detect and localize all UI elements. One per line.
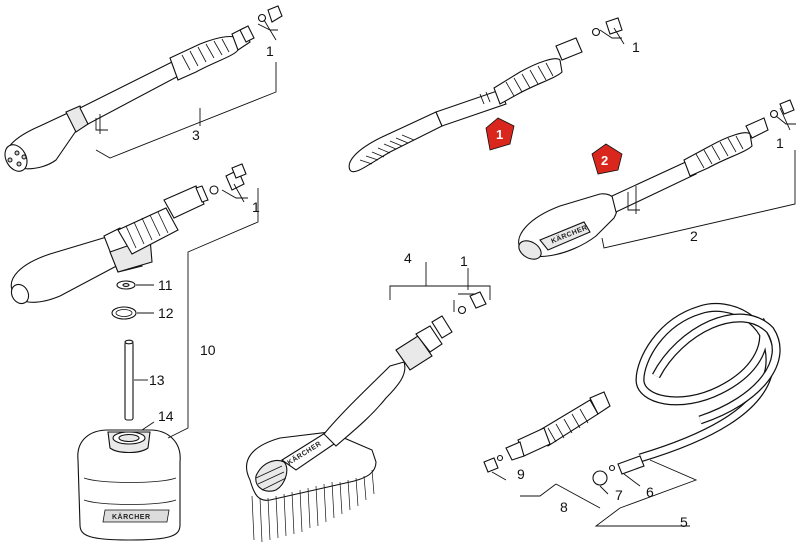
spray-lance-variant-1: [348, 17, 623, 173]
callout-6: 6: [646, 484, 654, 500]
foam-o-ring: [111, 306, 137, 320]
callout-1-foam: 1: [252, 199, 260, 215]
callout-1-top-left: 1: [266, 43, 274, 59]
callout-1-brush: 1: [460, 253, 468, 269]
callout-7: 7: [615, 487, 623, 503]
badge-variant-1: 1: [485, 117, 515, 151]
callout-13: 13: [149, 372, 165, 388]
power-nozzle-lance: [4, 5, 283, 172]
svg-text:2: 2: [601, 153, 608, 168]
svg-text:1: 1: [496, 127, 503, 142]
callout-1-top-middle: 1: [632, 39, 640, 55]
callout-11: 11: [158, 277, 173, 293]
wash-brush: KÄRCHER: [245, 291, 487, 543]
foam-washer: [116, 280, 136, 290]
foam-bottle: KÄRCHER: [77, 429, 181, 541]
bottle-brand-text: KÄRCHER: [112, 513, 151, 521]
hose-assembly: [483, 302, 781, 486]
badge-variant-2: 2: [591, 143, 623, 175]
callout-14: 14: [158, 408, 174, 424]
callout-12: 12: [158, 305, 174, 321]
foam-nozzle: [10, 163, 247, 305]
callout-10: 10: [200, 342, 216, 358]
callout-4: 4: [404, 250, 412, 266]
callout-2: 2: [690, 228, 698, 244]
callout-5: 5: [680, 514, 688, 530]
callout-1-right: 1: [776, 135, 784, 151]
callout-9: 9: [517, 466, 525, 482]
callout-3: 3: [192, 127, 200, 143]
callout-8: 8: [560, 499, 568, 515]
spray-lance-variant-2: KÄRCHER: [518, 99, 795, 260]
foam-suction-tube: [124, 339, 134, 421]
